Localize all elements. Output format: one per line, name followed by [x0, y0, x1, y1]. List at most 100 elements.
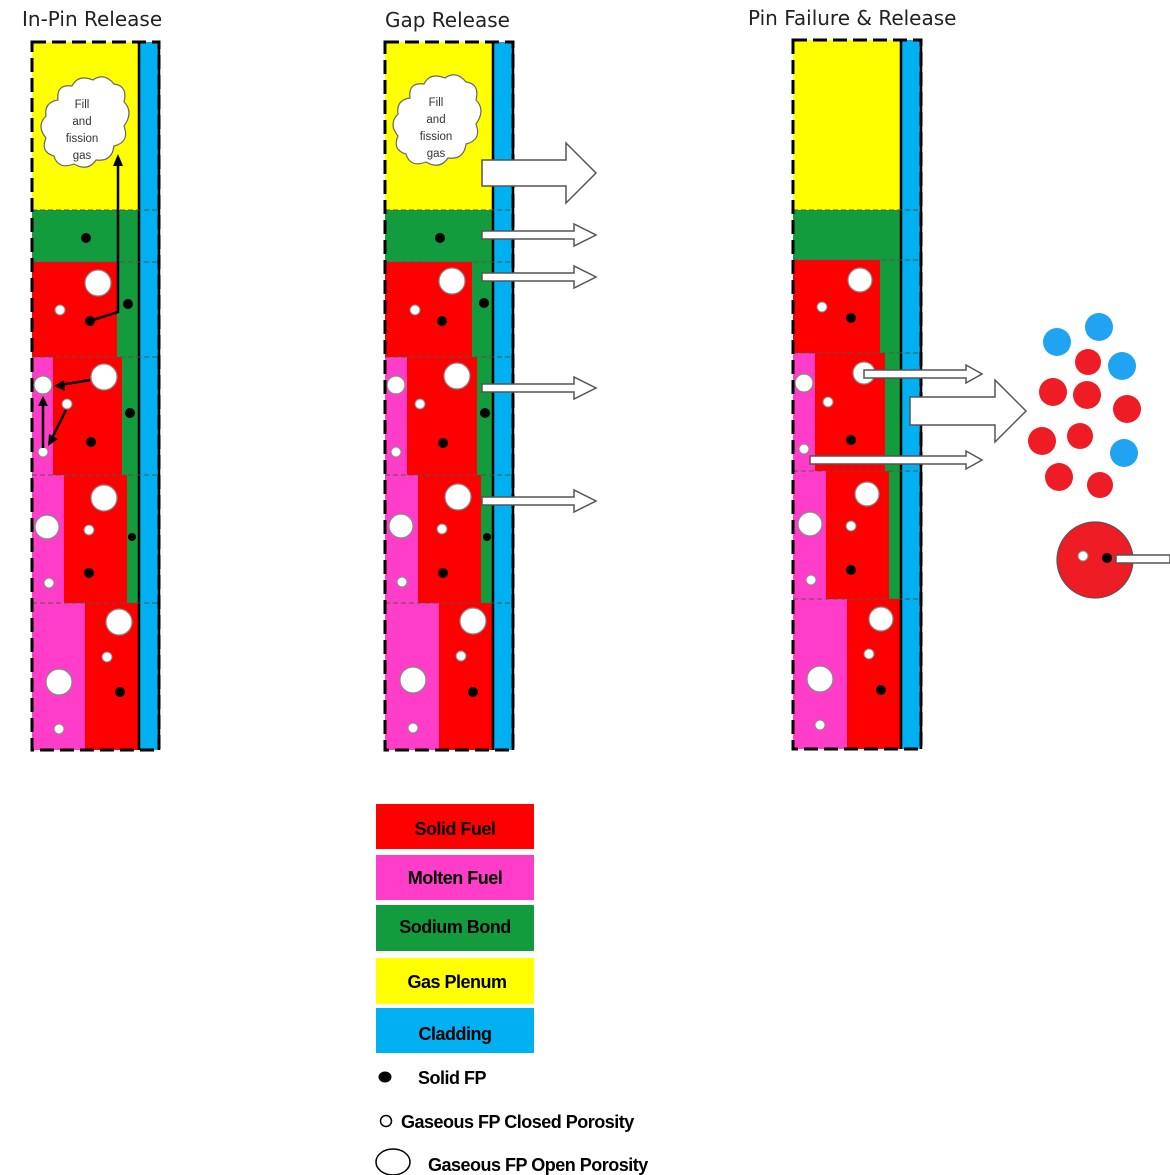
solid-fp-dot	[846, 565, 856, 575]
open-porosity-pore	[105, 608, 133, 636]
closed-porosity-pore	[798, 443, 810, 455]
sodium-bond-gap	[885, 353, 901, 471]
solid-fp-dot	[438, 568, 448, 578]
solid-fp-dot	[479, 298, 489, 308]
solid-fp-dot	[438, 438, 448, 448]
particle-release-arrow	[1115, 554, 1170, 564]
closed-porosity-pore	[37, 446, 49, 458]
legend-label-sodium-bond: Sodium Bond	[399, 917, 510, 937]
fuel-particle	[1075, 349, 1101, 375]
fuel-particle	[1045, 463, 1073, 491]
closed-porosity-pore	[805, 574, 817, 586]
solid-fp-dot	[125, 408, 135, 418]
closed-porosity-pore	[816, 301, 828, 313]
fuel-particle	[1113, 395, 1141, 423]
fuel-particle	[1039, 378, 1067, 406]
cloud-label-line: Fill	[429, 97, 444, 109]
gas-migration-path	[89, 160, 120, 323]
legend-swatch-solid-fuel: Solid Fuel	[376, 804, 534, 849]
closed-porosity-pore	[390, 446, 402, 458]
pin-failure-release-arrow	[863, 363, 984, 385]
arrowhead-icon	[54, 380, 65, 391]
sodium-bond-gap	[472, 262, 493, 357]
solid-fp-dot	[81, 233, 91, 243]
cloud-label-line: and	[72, 116, 91, 128]
solid-fp-dot	[437, 316, 447, 326]
closed-porosity-pore	[53, 723, 65, 735]
solid-fp-dot	[846, 435, 856, 445]
solid-fp-dot	[876, 685, 886, 695]
open-porosity-pore	[388, 513, 414, 539]
open-porosity-pore	[386, 375, 406, 395]
cloud-label-line: fission	[66, 133, 99, 145]
released-particles	[1028, 313, 1170, 599]
pin-failure-release-arrow	[809, 449, 984, 471]
closed-porosity-pore	[407, 722, 419, 734]
solid-fp-dot	[846, 313, 856, 323]
sodium-bond-region	[793, 210, 901, 260]
closed-porosity-pore	[455, 650, 467, 662]
panel-title-in-pin: In-Pin Release	[22, 7, 162, 31]
open-porosity-pore	[868, 606, 894, 632]
open-porosity-pore	[438, 267, 466, 295]
panel-gap-release: Gap Release Fill and	[383, 8, 598, 752]
legend-swatch-sodium-bond: Sodium Bond	[376, 905, 534, 951]
legend-swatch-cladding: Cladding	[376, 1008, 534, 1053]
gap-release-arrow	[481, 488, 598, 514]
fill-gas-cloud	[392, 74, 482, 166]
legend-label-molten-fuel: Molten Fuel	[408, 868, 503, 888]
open-porosity-pore	[443, 362, 471, 390]
solid-fp-dot	[84, 568, 94, 578]
fuel-particle	[1073, 381, 1101, 409]
open-porosity-pore	[33, 375, 53, 395]
cladding-region	[139, 42, 159, 750]
open-porosity-pore	[45, 668, 73, 696]
cloud-label-line: fission	[420, 131, 453, 143]
solid-fp-dot	[1102, 553, 1112, 563]
closed-porosity-pore	[101, 651, 113, 663]
solid-fp-dot	[480, 408, 490, 418]
closed-porosity-pore	[863, 648, 875, 660]
cladding-particle	[1108, 352, 1136, 380]
cloud-label-line: gas	[427, 148, 446, 160]
legend-row-solid-fp: Solid FP	[378, 1068, 487, 1088]
closed-porosity-pore	[83, 524, 95, 536]
arrowhead-icon	[48, 434, 58, 446]
open-porosity-pore	[854, 481, 880, 507]
legend-swatch-molten-fuel: Molten Fuel	[376, 855, 534, 900]
solid-fp-dot	[128, 533, 136, 541]
cloud-label-line: gas	[73, 150, 92, 162]
fuel-pin-1: Fill and fission gas	[30, 40, 161, 752]
open-porosity-pore	[84, 269, 112, 297]
legend: Solid Fuel Molten Fuel Sodium Bond Gas P…	[375, 804, 649, 1175]
closed-porosity-pore	[414, 398, 426, 410]
gap-release-arrow	[481, 375, 598, 401]
arrowhead-icon	[113, 154, 123, 166]
small-open-circle-icon	[379, 1114, 393, 1128]
pin-failure-release-arrow-large	[909, 378, 1028, 444]
gap-release-arrow	[481, 264, 598, 290]
cladding-particle	[1043, 328, 1071, 356]
gas-migration-path	[49, 409, 68, 441]
closed-porosity-pore	[814, 719, 826, 731]
open-porosity-pore	[806, 665, 834, 693]
gap-release-arrow	[481, 222, 598, 248]
open-porosity-pore	[90, 363, 118, 391]
migration-arrows	[38, 154, 123, 448]
solid-fp-dot	[483, 533, 491, 541]
panel-title-pin-failure: Pin Failure & Release	[748, 6, 956, 30]
open-porosity-pore	[34, 514, 60, 540]
fuel-pin-2: Fill and fission gas	[383, 40, 598, 752]
legend-row-closed-porosity: Gaseous FP Closed Porosity	[379, 1112, 635, 1132]
legend-row-open-porosity: Gaseous FP Open Porosity	[375, 1148, 649, 1175]
filled-dot-icon	[378, 1071, 392, 1083]
closed-porosity-pore	[822, 396, 834, 408]
panel-title-gap: Gap Release	[385, 8, 510, 32]
cladding-particle	[1110, 439, 1138, 467]
solid-fp-dot	[468, 687, 478, 697]
open-porosity-pore	[90, 484, 118, 512]
closed-porosity-pore	[396, 576, 408, 588]
arrowhead-icon	[38, 396, 48, 406]
cloud-label-line: Fill	[75, 99, 90, 111]
